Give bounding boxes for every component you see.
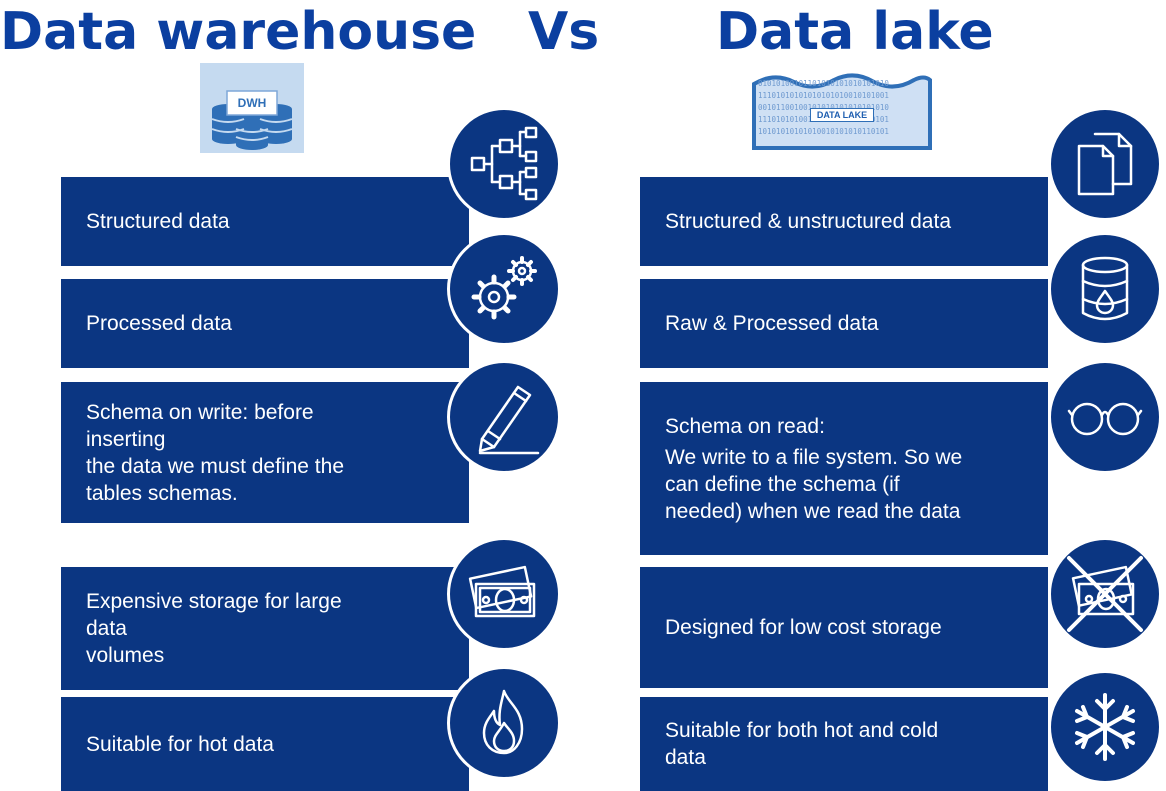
lake-feature-box: Structured & unstructured data (640, 177, 1048, 266)
pencil-icon (478, 385, 540, 455)
glasses-icon (1067, 402, 1143, 436)
flame-icon-circle (447, 666, 561, 780)
lake-feature-box: Designed for low cost storage (640, 567, 1048, 688)
data-lake-logo: 01010100101101010101010101010 11101010101… (752, 70, 932, 150)
money-icon-circle (447, 537, 561, 651)
data-lake-bits-row: 10101010101010010101010110101 (758, 127, 889, 136)
documents-icon-circle (1048, 107, 1162, 221)
barrel-icon-circle (1048, 232, 1162, 346)
data-lake-bits-row: 01010100101101010101010101010 (758, 79, 889, 88)
lake-feature-text: Raw & Processed data (665, 312, 879, 335)
lake-feature-box: Schema on read: We write to a file system… (640, 382, 1048, 555)
gears-icon-circle (447, 232, 561, 346)
lake-feature-text: needed) when we read the data (665, 499, 961, 523)
warehouse-feature-text: tables schemas. (86, 481, 238, 505)
warehouse-feature-text: Schema on write: before inserting (86, 400, 314, 451)
data-lake-bits-row: 11101010101010101010010101001 (758, 91, 889, 100)
lake-feature-text: Schema on read: (665, 414, 825, 438)
warehouse-feature-box: Processed data (61, 279, 469, 368)
lake-feature-text: can define the schema (if (665, 472, 900, 496)
warehouse-feature-text: Expensive storage for large data (86, 590, 342, 640)
warehouse-feature-text: volumes (86, 644, 165, 667)
warehouse-feature-box: Expensive storage for large data volumes (61, 567, 469, 690)
pencil-icon-circle (447, 360, 561, 474)
title-data-lake: Data lake (716, 2, 994, 62)
lake-feature-text: data (665, 746, 706, 769)
title-data-warehouse: Data warehouse (0, 2, 477, 62)
data-lake-logo-label: DATA LAKE (810, 108, 874, 122)
gears-icon (471, 256, 537, 320)
dwh-logo: DWH (200, 63, 304, 153)
flame-icon (482, 689, 524, 755)
title-vs: Vs (528, 2, 600, 62)
dwh-logo-label: DWH (237, 96, 267, 110)
lake-feature-box: Suitable for both hot and cold data (640, 697, 1048, 791)
crossed-money-icon (1067, 556, 1143, 632)
warehouse-feature-text: Structured data (86, 210, 230, 233)
warehouse-feature-text: the data we must define the (86, 454, 344, 478)
warehouse-feature-text: Processed data (86, 312, 232, 335)
lake-feature-text: Structured & unstructured data (665, 210, 951, 233)
warehouse-feature-box: Suitable for hot data (61, 697, 469, 791)
money-icon (468, 565, 536, 618)
warehouse-feature-box: Structured data (61, 177, 469, 266)
documents-icon (1077, 132, 1133, 196)
snowflake-icon (1075, 693, 1135, 761)
glasses-icon-circle (1048, 360, 1162, 474)
data-lake-bits-row: 00101100100101010101010101010 (758, 102, 926, 114)
snowflake-icon-circle (1048, 670, 1162, 784)
warehouse-feature-box: Schema on write: before inserting the dat… (61, 382, 469, 523)
barrel-icon (1081, 256, 1129, 321)
warehouse-feature-text: Suitable for hot data (86, 732, 274, 756)
lake-feature-text: Designed for low cost storage (665, 616, 942, 639)
lake-feature-text: We write to a file system. So we (665, 445, 963, 469)
lake-feature-box: Raw & Processed data (640, 279, 1048, 368)
hierarchy-icon (470, 126, 538, 201)
hierarchy-icon-circle (447, 107, 561, 221)
lake-feature-text: Suitable for both hot and cold (665, 719, 939, 742)
crossed-money-icon-circle (1048, 537, 1162, 651)
